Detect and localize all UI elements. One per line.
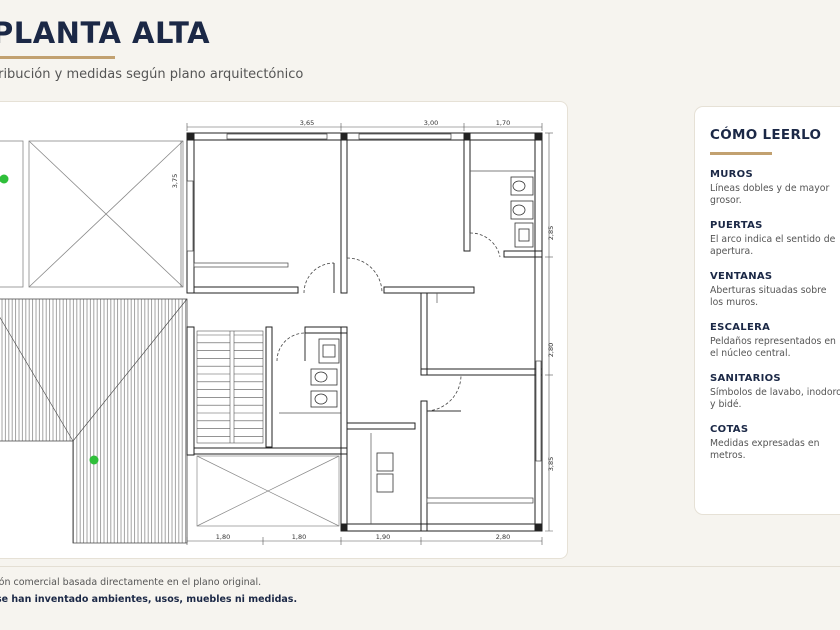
legend-label: VENTANAS: [710, 271, 773, 282]
legend-title: CÓMO LEERLO: [710, 127, 822, 143]
location-markers: [0, 174, 99, 465]
walls: [186, 132, 543, 532]
legend-item-puertas: PUERTAS El arco indica el sentido de ape…: [710, 220, 840, 258]
legend-label: MUROS: [710, 169, 753, 180]
legend-label: PUERTAS: [710, 220, 763, 231]
sanitary-fixtures: [310, 176, 534, 493]
doors: [276, 232, 501, 412]
page-title: PLANTA ALTA: [0, 16, 211, 50]
legend-item-muros: MUROS Líneas dobles y de mayor grosor.: [710, 169, 840, 207]
dim-bottom-2: 1,80: [292, 533, 306, 541]
legend-item-cotas: COTAS Medidas expresadas en metros.: [710, 424, 840, 462]
bath-partition-lines: [279, 170, 535, 524]
legend-label: SANITARIOS: [710, 373, 781, 384]
dim-right-2: 2,80: [547, 343, 555, 357]
legend-item-sanitarios: SANITARIOS Símbolos de lavabo, inodoro y…: [710, 373, 840, 411]
roof-hatch: [0, 298, 188, 544]
footer-divider: [0, 566, 840, 567]
legend-desc: El arco indica el sentido de apertura.: [710, 234, 836, 257]
dimension-texts: 3,65 3,00 1,70 1,80 1,80 1,90 2,80 2,85 …: [171, 119, 555, 541]
legend-desc: Medidas expresadas en metros.: [710, 438, 820, 461]
wall-fills: [187, 133, 542, 531]
legend-desc: Aberturas situadas sobre los muros.: [710, 285, 827, 308]
dim-top-2: 3,00: [424, 119, 438, 127]
legend-desc: Símbolos de lavabo, inodoro y bidé.: [710, 387, 840, 410]
legend-underline: [710, 152, 772, 155]
legend-item-ventanas: VENTANAS Aberturas situadas sobre los mu…: [710, 271, 840, 309]
footer-note: ión comercial basada directamente en el …: [0, 577, 262, 588]
dim-right-1: 2,85: [547, 226, 555, 240]
legend-label: COTAS: [710, 424, 749, 435]
legend-panel: CÓMO LEERLO MUROS Líneas dobles y de may…: [694, 106, 840, 515]
footer-disclaimer: se han inventado ambientes, usos, mueble…: [0, 594, 298, 605]
door-leaves: [304, 233, 471, 412]
dim-bottom-3: 1,90: [376, 533, 390, 541]
dimension-lines: [180, 123, 553, 545]
dim-top-1: 3,65: [300, 119, 314, 127]
page-subtitle: tribución y medidas según plano arquitec…: [0, 67, 304, 82]
dim-bottom-1: 1,80: [216, 533, 230, 541]
floor-plan-drawing: 3,65 3,00 1,70 1,80 1,80 1,90 2,80 2,85 …: [0, 119, 555, 545]
floor-plan-card: 3,65 3,00 1,70 1,80 1,80 1,90 2,80 2,85 …: [0, 101, 568, 559]
slab-void-left: [0, 140, 184, 288]
dim-left-1: 3,75: [171, 174, 179, 188]
windows: [186, 133, 542, 504]
title-underline: [0, 56, 115, 59]
legend-label: ESCALERA: [710, 322, 771, 333]
staircase: [196, 330, 264, 444]
dim-top-3: 1,70: [496, 119, 510, 127]
legend-desc: Líneas dobles y de mayor grosor.: [710, 183, 830, 206]
dim-right-3: 3,85: [547, 457, 555, 471]
legend-item-escalera: ESCALERA Peldaños representados en el nú…: [710, 322, 840, 360]
slab-void-bottom: [196, 455, 340, 527]
legend-desc: Peldaños representados en el núcleo cent…: [710, 336, 836, 359]
dim-bottom-4: 2,80: [496, 533, 510, 541]
